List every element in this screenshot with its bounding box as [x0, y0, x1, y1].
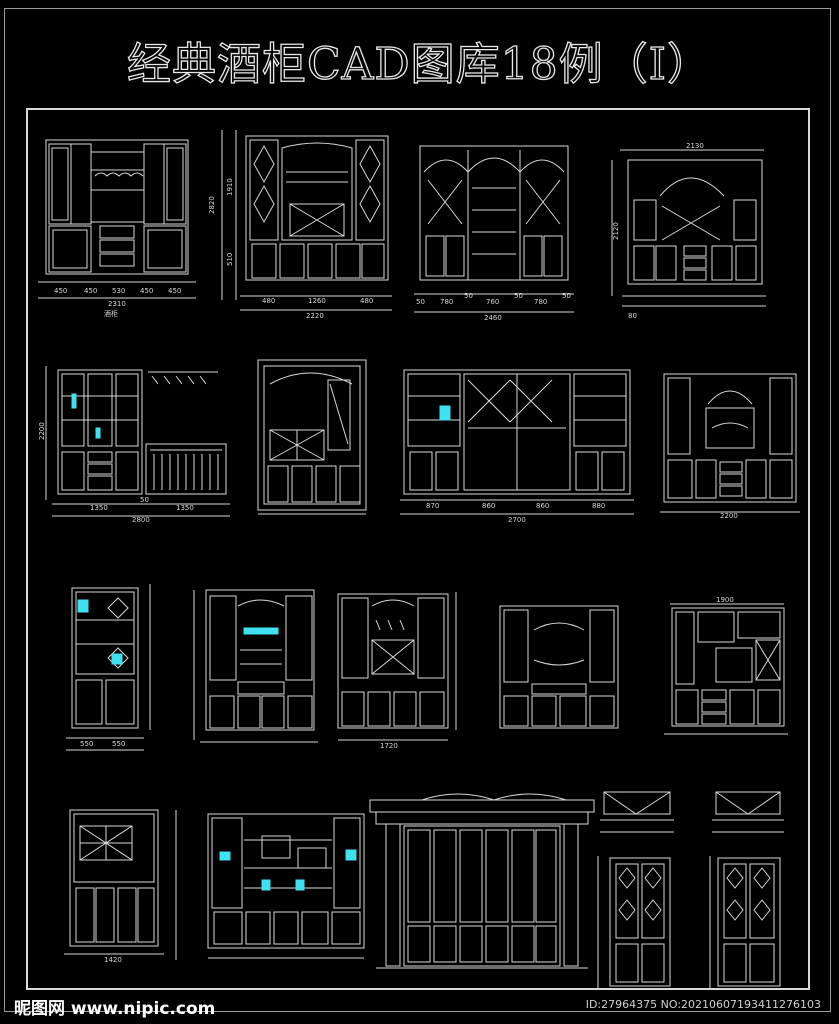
- page-title: 经典酒柜CAD图库18例（Ⅰ）: [126, 38, 713, 90]
- dim-c9-2: 550: [112, 740, 125, 748]
- dim-c2-3: 480: [360, 297, 373, 305]
- cabinet-2: [221, 130, 392, 311]
- accent-bottles: [71, 393, 451, 891]
- dim-c12-total: 1720: [380, 742, 398, 750]
- dim-c8-total: 2200: [720, 512, 738, 520]
- cabinet-18: [709, 856, 781, 990]
- cabinet-17-18-plans: [600, 791, 784, 833]
- dim-c4-side: 2120: [612, 222, 620, 240]
- dim-c1-label: 酒柜: [104, 309, 118, 318]
- dim-c2-side-3: 510: [226, 253, 234, 266]
- dim-c3-6: 780: [534, 298, 547, 306]
- dim-c3-7: 50: [562, 292, 571, 300]
- dim-c1-4: 450: [140, 287, 153, 295]
- cabinet-12: [499, 605, 619, 729]
- dim-c7-3: 860: [536, 502, 549, 510]
- dim-c7-1: 870: [426, 502, 439, 510]
- dim-c14-total: 1420: [104, 956, 122, 964]
- dim-c3-5: 50: [514, 292, 523, 300]
- watermark-site: 昵图网 www.nipic.com: [14, 999, 216, 1019]
- dim-c1-1: 450: [54, 287, 67, 295]
- cabinet-10: [193, 589, 318, 743]
- dim-c13-top: 1900: [716, 596, 734, 604]
- dim-c1-5: 450: [168, 287, 181, 295]
- cabinet-15: [175, 810, 365, 960]
- cabinet-13: [664, 603, 788, 735]
- watermark-id: ID:27964375 NO:20210607193411276103: [585, 998, 821, 1011]
- dim-c7-2: 860: [482, 502, 495, 510]
- dim-c3-4: 760: [486, 298, 499, 306]
- dim-c2-total: 2220: [306, 312, 324, 320]
- dim-c3-total: 2460: [484, 314, 502, 322]
- dim-c3-1: 50: [416, 298, 425, 306]
- cabinet-11: [337, 592, 457, 741]
- dim-c5-3: 1350: [176, 504, 194, 512]
- dim-c2-side-2: 1910: [226, 178, 234, 196]
- drawing-frame-inner: [26, 108, 810, 990]
- cabinet-3: [414, 145, 574, 313]
- dim-c4-top: 2130: [686, 142, 704, 150]
- dim-c7-4: 880: [592, 502, 605, 510]
- cabinet-9: [66, 584, 151, 751]
- dim-c4-bottom: 80: [628, 312, 637, 320]
- cabinet-17: [597, 856, 671, 990]
- dim-c9-1: 550: [80, 740, 93, 748]
- cabinet-1: [38, 139, 196, 299]
- dim-c5-total: 2800: [132, 516, 150, 524]
- dim-c1-total: 2310: [108, 300, 126, 308]
- cabinet-14: [64, 809, 164, 955]
- dim-c5-2: 50: [140, 496, 149, 504]
- cabinet-7: [400, 369, 634, 515]
- dim-c5-1: 1350: [90, 504, 108, 512]
- cabinet-5: [45, 366, 230, 517]
- dimension-labels: 450 450 530 450 450 2310 酒柜 480 1260 480…: [38, 142, 738, 964]
- cabinet-6: [257, 359, 367, 515]
- dim-c2-2: 1260: [308, 297, 326, 305]
- dim-c3-2: 780: [440, 298, 453, 306]
- dim-c5-side: 2200: [38, 422, 46, 440]
- dim-c1-2: 450: [84, 287, 97, 295]
- cabinet-16: [369, 793, 595, 969]
- dim-c3-3: 50: [464, 292, 473, 300]
- drawing-frame-outer: [4, 8, 831, 1012]
- cabinet-4: [611, 149, 766, 307]
- dim-c7-total: 2700: [508, 516, 526, 524]
- dim-c2-1: 480: [262, 297, 275, 305]
- dim-c2-side-1: 2820: [208, 196, 216, 214]
- cabinet-8: [660, 373, 800, 513]
- dim-c1-3: 530: [112, 287, 125, 295]
